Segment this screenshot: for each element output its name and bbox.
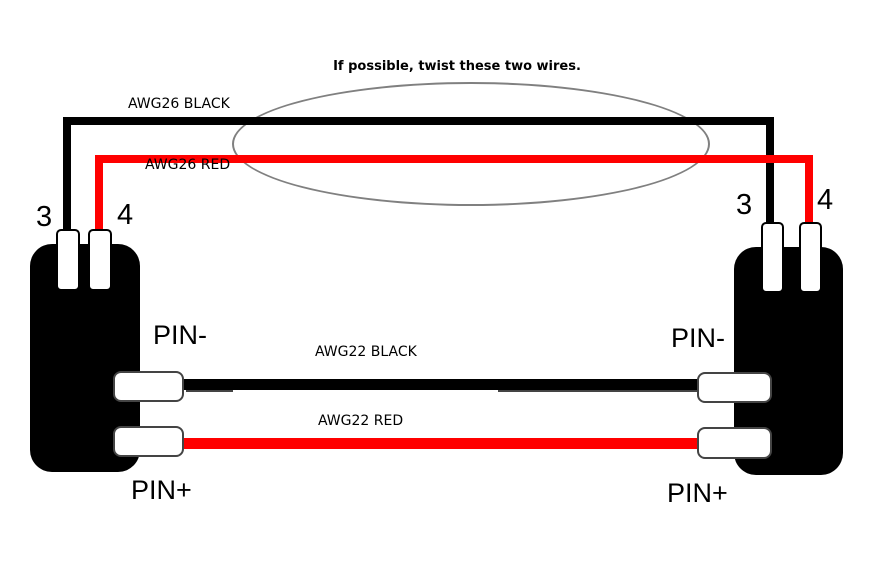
left-pin-minus-label: PIN- — [153, 320, 207, 350]
right-pin-plus-tab — [697, 427, 772, 459]
awg22-black-wire-label: AWG22 BLACK — [315, 344, 417, 360]
left-pin-4-number: 4 — [117, 199, 134, 231]
right-pin-4-number: 4 — [817, 184, 834, 216]
awg26-black-wire-horizontal — [63, 117, 774, 125]
right-pin-plus-label: PIN+ — [667, 478, 728, 508]
awg26-black-wire-label: AWG26 BLACK — [128, 96, 230, 112]
left-pin-minus-tab — [113, 371, 184, 402]
left-pin-plus-tab — [113, 426, 184, 457]
right-pin-minus-tab — [697, 372, 772, 403]
awg22-red-wire — [180, 438, 700, 449]
awg26-black-wire-left-drop — [63, 117, 71, 233]
twist-ellipse — [232, 82, 710, 206]
awg26-red-wire-right-drop — [805, 155, 813, 223]
awg22-black-wire — [180, 379, 700, 390]
left-pin-4 — [88, 229, 112, 291]
right-pin-4 — [799, 222, 822, 293]
awg26-red-wire-left-drop — [95, 155, 103, 233]
awg22-black-stub-line-left — [186, 390, 233, 392]
awg26-red-wire-horizontal — [95, 155, 813, 163]
right-pin-3 — [761, 222, 784, 293]
right-pin-minus-label: PIN- — [671, 323, 725, 353]
right-pin-3-number: 3 — [736, 189, 753, 221]
twist-note-label: If possible, twist these two wires. — [333, 59, 581, 74]
awg26-black-wire-right-drop — [766, 117, 774, 223]
left-pin-3 — [56, 229, 80, 291]
left-pin-plus-label: PIN+ — [131, 475, 192, 505]
awg22-black-stub-line-right — [498, 390, 697, 392]
left-pin-3-number: 3 — [36, 201, 53, 233]
awg26-red-wire-label: AWG26 RED — [145, 157, 231, 173]
awg22-red-wire-label: AWG22 RED — [318, 413, 404, 429]
